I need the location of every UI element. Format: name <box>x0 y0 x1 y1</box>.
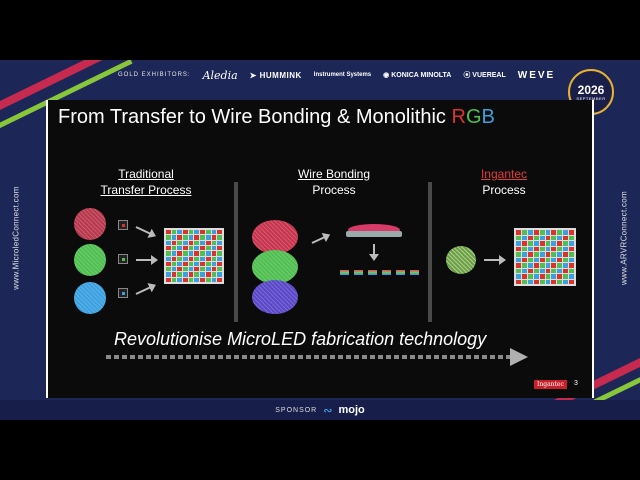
column-head-traditional: Traditional Transfer Process <box>100 167 192 197</box>
chip-row <box>340 270 419 275</box>
arrow-right-icon <box>135 285 153 295</box>
arrow-down-icon <box>369 244 379 261</box>
exhibitor-logo-konica-minolta: ◉ KONICA MINOLTA <box>383 72 452 79</box>
red-wafer-circle <box>252 220 298 254</box>
slide-banner-text: Revolutionise MicroLED fabrication techn… <box>114 329 487 349</box>
column-head-ingantec: Ingantec Process <box>480 167 528 197</box>
side-url-right: www.ARVRConnect.com <box>619 190 629 286</box>
green-wafer-circle <box>74 244 106 276</box>
sponsor-logo-mojo: mojo <box>338 404 365 416</box>
wafer-substrate <box>346 231 402 237</box>
rgb-display-grid <box>514 228 576 286</box>
arrow-right-icon <box>136 255 158 265</box>
column-head-wire-bonding: Wire Bonding Process <box>297 167 371 197</box>
gold-exhibitors-strip: GOLD EXHIBITORS: Aledia ➤ HUMMINK Instru… <box>118 66 555 84</box>
arrow-right-icon <box>510 348 528 366</box>
monolithic-rgb-wafer-circle <box>446 246 476 274</box>
exhibitor-logo-vureal: ⦿ VUEREAL <box>463 72 506 79</box>
green-wafer-circle <box>252 250 298 284</box>
exhibitor-logo-aledia: Aledia <box>202 68 238 82</box>
exhibitor-logo-weve: WEVE <box>517 69 556 81</box>
blue-wafer-circle <box>74 282 106 314</box>
letterbox-bottom <box>0 420 640 480</box>
arrow-right-icon <box>135 226 153 236</box>
event-month: SEPTEMBER <box>576 95 606 101</box>
event-year: 2026 <box>577 82 605 97</box>
slide-title: From Transfer to Wire Bonding & Monolith… <box>58 106 495 128</box>
arrow-right-icon <box>484 255 506 265</box>
presentation-slide: From Transfer to Wire Bonding & Monolith… <box>46 100 594 398</box>
banner-arrow-shaft <box>106 355 516 359</box>
gold-exhibitors-label: GOLD EXHIBITORS: <box>118 72 191 78</box>
red-chip-icon <box>118 220 128 230</box>
red-wafer-circle <box>74 208 106 240</box>
blue-chip-icon <box>118 288 128 298</box>
arrow-right-icon <box>311 235 327 244</box>
video-frame: GOLD EXHIBITORS: Aledia ➤ HUMMINK Instru… <box>0 60 640 420</box>
slide-page-number: 3 <box>574 380 578 387</box>
exhibitor-logo-instrument-systems: Instrument Systems <box>313 72 372 78</box>
letterbox-top <box>0 0 640 60</box>
side-url-left: www.MicroledConnect.com <box>11 186 21 290</box>
ingantec-logo-badge: Ingantec <box>534 380 567 389</box>
exhibitor-logo-hummink: ➤ HUMMINK <box>249 70 302 80</box>
sponsor-bar: SPONSOR ∾ mojo <box>0 400 640 420</box>
column-divider <box>428 182 432 322</box>
rgb-display-grid <box>164 228 224 284</box>
column-divider <box>234 182 238 322</box>
sponsor-label: SPONSOR <box>275 406 318 414</box>
green-chip-icon <box>118 254 128 264</box>
mojo-logo-icon: ∾ <box>323 404 333 417</box>
blue-wafer-circle <box>252 280 298 314</box>
